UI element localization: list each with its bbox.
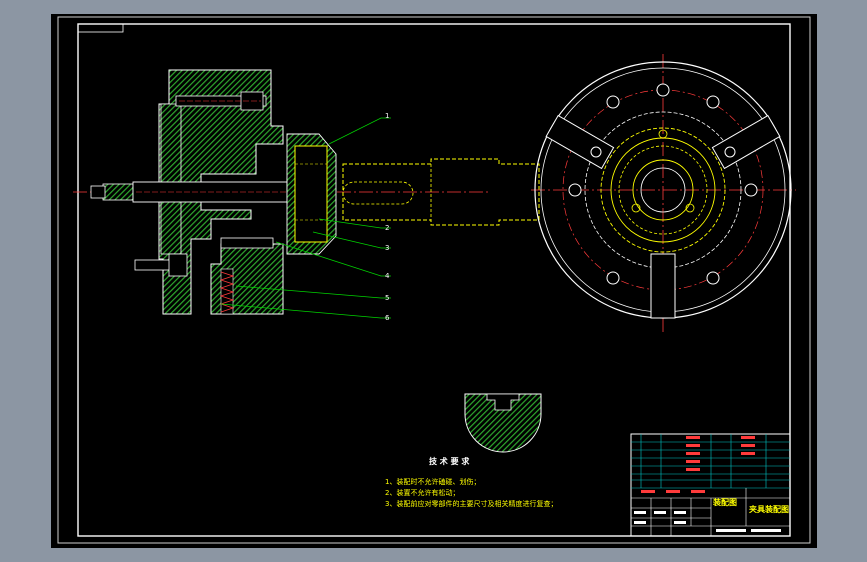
part-name: 夹具装配图	[749, 504, 789, 514]
jaw-bottom	[650, 253, 676, 319]
callout-1: 1	[385, 112, 389, 120]
requirement-1: 1、装配时不允许磕碰、划伤；	[385, 477, 480, 486]
front-view	[531, 54, 796, 332]
code-box	[77, 23, 124, 33]
flange	[160, 103, 182, 255]
callout-5: 5	[385, 294, 389, 302]
callout-6: 6	[385, 314, 390, 322]
jaw-right	[711, 114, 781, 170]
drawbar-nut	[102, 183, 134, 201]
chuck-body	[158, 69, 284, 315]
jaw-left	[545, 114, 615, 170]
collet	[294, 145, 328, 243]
mid-bolt	[220, 237, 274, 249]
callout-4: 4	[385, 272, 390, 280]
part-callouts: 1 2 3 4 5 6	[385, 112, 390, 322]
drawing-sheet[interactable]: 1 2 3 4 5 6	[51, 14, 817, 548]
requirements-title: 技 术 要 求	[429, 456, 470, 466]
callout-3: 3	[385, 244, 389, 252]
tslot-section	[464, 393, 542, 453]
title-block[interactable]: 装配图 夹具装配图	[630, 433, 791, 537]
technical-requirements: 技 术 要 求 1、装配时不允许磕碰、划伤； 2、装置不允许有松动； 3、装配前…	[385, 456, 557, 508]
inner-border	[77, 23, 791, 537]
drawing-title: 装配图	[712, 497, 737, 507]
bolt-holes	[568, 83, 758, 285]
requirement-3: 3、装配前应对零部件的主要尺寸及相关精度进行复查；	[385, 499, 557, 508]
leader-lines	[220, 117, 391, 319]
callout-2: 2	[385, 224, 389, 232]
drawing-canvas: 1 2 3 4 5 6	[57, 16, 811, 544]
requirement-2: 2、装置不允许有松动；	[385, 488, 459, 497]
section-view	[73, 69, 540, 319]
tslot-detail	[464, 393, 542, 453]
outer-border	[57, 16, 811, 544]
collet-ring	[600, 127, 726, 253]
